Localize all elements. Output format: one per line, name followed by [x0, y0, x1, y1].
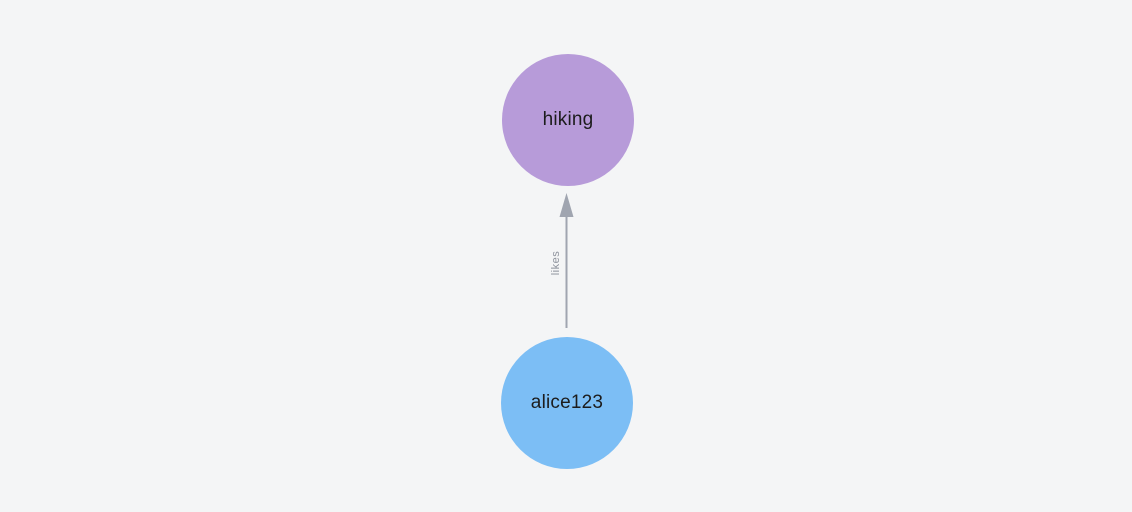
node-label: hiking [542, 109, 594, 130]
edge-arrowhead-icon [559, 193, 574, 217]
edge-label: likes [550, 250, 562, 276]
node-label: alice123 [530, 392, 604, 413]
node-hiking[interactable]: hiking [502, 54, 634, 186]
node-alice123[interactable]: alice123 [501, 337, 633, 469]
